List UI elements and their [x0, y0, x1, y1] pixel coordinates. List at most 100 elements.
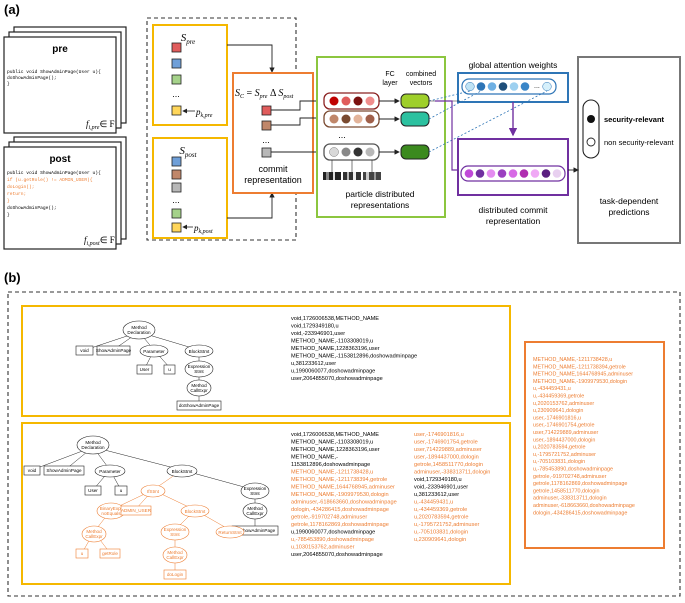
ast-leaf — [136, 364, 153, 375]
diff-path-context: user,-1746901816,u — [533, 415, 581, 421]
path-context-added: u,-434459431,u — [414, 500, 453, 506]
p-k-pre-label: pk,pre — [195, 107, 213, 119]
post-ast-tree: Method Declaration void ShowAdminPage Pa… — [23, 435, 279, 580]
ast-leaf — [43, 465, 85, 476]
path-vector-brown — [171, 169, 182, 180]
diff-path-context: METHOD_NAME,-1211738428,u — [533, 357, 612, 363]
path-context-added: u,-1795721752,adminuser — [414, 522, 479, 528]
commit-label-1: commit — [259, 164, 288, 174]
post-code-line-added: if (u.getRole() != ADMIN_USER){ — [7, 177, 93, 183]
path-context-added: getrole,1178162869,doshowadminpage — [291, 522, 389, 528]
pre-title: pre — [52, 44, 68, 55]
path-context: void,-233946901,user — [291, 331, 345, 337]
post-ast-box: Method Declaration void ShowAdminPage Pa… — [21, 422, 511, 585]
pre-code-line: } — [7, 81, 10, 87]
ast-node-label: Stmt — [170, 532, 180, 537]
post-formula: fi,post∈ F — [84, 235, 115, 247]
path-context-added: user,-1746901816,u — [414, 432, 464, 438]
ast-node-label: Method — [85, 440, 101, 445]
ast-leaf-label: ShowAdminPage — [96, 348, 132, 353]
ast-node-label: Method — [191, 383, 207, 388]
distributed-label-1: distributed commit — [479, 205, 549, 215]
ast-node-label: BlockStmt — [172, 469, 193, 474]
path-vector-green — [171, 74, 182, 85]
commit-vector-brown — [261, 120, 272, 131]
pre-ast-tree: Method Declaration void ShowAdminPage Pa… — [75, 320, 222, 411]
diff-path-context: u,-705103831,dologin — [533, 459, 585, 465]
particle — [353, 114, 363, 124]
distributed-commit-box: distributed commit representation — [457, 138, 569, 226]
ellipsis: ... — [172, 195, 180, 205]
diff-path-context: u,2020153762,adminuser — [533, 401, 594, 407]
ast-node — [139, 344, 169, 358]
ast-node — [184, 360, 214, 378]
ast-node-label: Method — [247, 506, 263, 511]
attention-weight — [498, 82, 508, 91]
path-context: void,1726006538,METHOD_NAME — [291, 316, 379, 322]
combined-vector — [400, 144, 430, 160]
attention-weight — [520, 82, 530, 91]
ast-node-label: noEquals — [101, 511, 121, 516]
particle — [341, 114, 351, 124]
path-context: void,1729349180,u — [414, 477, 462, 483]
ast-leaf-label: u — [168, 367, 171, 372]
path-vector-blue — [171, 58, 182, 69]
ellipsis: ... — [534, 83, 540, 90]
path-context-added: getrole,-919702748,adminuser — [291, 515, 367, 521]
commit-formula: SC = Spre Δ Spost — [235, 88, 294, 100]
path-context-added: dologin,-434286415,doshowadminpage — [291, 507, 389, 513]
combined-vectors-label: combined — [406, 71, 436, 78]
ast-node-label: Method — [167, 550, 183, 555]
diff-path-context: u,-434459369,getrole — [533, 394, 584, 400]
ast-node-added — [180, 504, 210, 518]
non-security-relevant-dot — [586, 137, 596, 147]
path-context-added: METHOD_NAME,-1211738394,getrole — [291, 477, 387, 483]
distributed-value — [552, 169, 562, 178]
ast-leaf-added — [120, 505, 152, 516]
diff-path-context: u,-1795721752,adminuser — [533, 452, 596, 458]
path-context: METHOD_NAME,-1103308019,u — [291, 440, 373, 446]
ast-node-label: BinaryExpr — [100, 506, 123, 511]
post-code-line: doShowAdminPage(); — [7, 205, 57, 211]
ast-node-label: Parameter — [143, 349, 165, 354]
ast-leaf — [96, 345, 131, 356]
diff-path-context: getrole,1178162869,doshowadminpage — [533, 481, 627, 487]
ast-node — [122, 320, 156, 340]
path-context: user,2064855070,doshowadminpage — [291, 552, 383, 558]
diff-path-context: dologin,-434286415,doshowadminpage — [533, 510, 627, 516]
path-vector-yellow — [171, 222, 182, 233]
path-vector-blue — [171, 156, 182, 167]
ast-node-label: Method — [131, 325, 147, 330]
combined-vectors-label: vectors — [410, 80, 433, 87]
particle — [365, 114, 375, 124]
fc-layer-label: FC — [385, 71, 394, 78]
distributed-value — [541, 169, 551, 178]
ast-leaf-label: ADMIN_USER — [121, 508, 152, 513]
ast-node-added — [140, 484, 166, 498]
post-code-line-added: doLogin(); — [7, 184, 35, 190]
path-context: METHOD_NAME,1228363196,user — [291, 346, 380, 352]
ast-node — [76, 435, 110, 455]
ast-leaf-label: doShowAdminPage — [179, 403, 220, 408]
path-context: void,1729349180,u — [291, 324, 339, 330]
path-vector-green — [171, 208, 182, 219]
ast-leaf-added — [163, 569, 187, 580]
commit-label-2: representation — [244, 175, 302, 185]
path-context-added: user,-1746901754,getrole — [414, 440, 478, 446]
ast-node — [240, 482, 270, 500]
path-context: u,381233612,user — [291, 361, 336, 367]
ast-leaf — [176, 400, 222, 411]
post-path-list-col2: user,-1746901816,u user,-1746901754,getr… — [414, 432, 490, 543]
s-pre-box: Spre ... pk,pre — [152, 24, 228, 126]
diff-path-context: adminuser,-618663660,doshowadminpage — [533, 503, 635, 509]
ast-node-label: Declaration — [127, 330, 151, 335]
ast-node-label: CallExpr — [190, 388, 208, 393]
ast-node-label: BlockStmt — [189, 349, 210, 354]
path-context-added: user,714229889,adminuser — [414, 447, 482, 453]
ast-node — [242, 502, 268, 520]
security-relevant-label: security-relevant — [604, 115, 665, 124]
path-context-added: u,2020783594,getrole — [414, 515, 468, 521]
path-context-added: adminuser,-338313711,dologin — [414, 470, 490, 476]
diff-path-context: getrole,1458511770,dologin — [533, 488, 599, 494]
path-context: u,381233612,user — [414, 492, 459, 498]
